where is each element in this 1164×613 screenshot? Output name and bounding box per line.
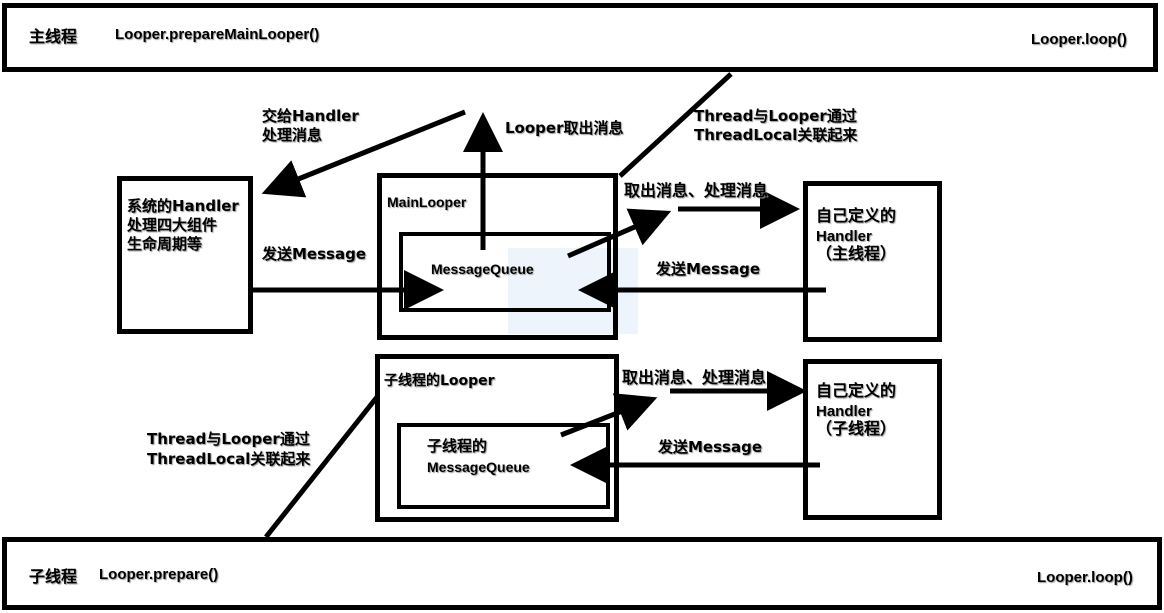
child-thread-looper-link-line: [264, 395, 379, 539]
child-message-queue-box: 子线程的 MessageQueue: [397, 423, 610, 509]
main-thread-loop: Looper.loop(): [1031, 31, 1127, 48]
custom-handler-child-box: 自己定义的 Handler （子线程）: [803, 359, 942, 520]
main-message-queue-label: MessageQueue: [431, 261, 534, 277]
custom-handler-main-line-1: 自己定义的: [816, 206, 897, 225]
main-thread-prepare: Looper.prepareMainLooper(): [115, 26, 320, 43]
child-thread-prepare: Looper.prepare(): [99, 566, 219, 583]
child-looper-title: 子线程的Looper: [384, 373, 495, 389]
child-message-queue-line-1: 子线程的: [427, 437, 488, 455]
system-handler-line-3: 生命周期等: [127, 235, 203, 253]
looper-take-label: Looper取出消息: [505, 119, 624, 137]
main-take-arrow-1: [567, 208, 672, 259]
system-handler-box: 系统的Handler 处理四大组件 生命周期等: [117, 176, 253, 334]
child-message-queue-line-2: MessageQueue: [427, 459, 530, 475]
child-take-arrow-1: [560, 393, 658, 438]
system-handler-line-2: 处理四大组件: [127, 216, 218, 234]
child-thread-bar: 子线程 Looper.prepare() Looper.loop(): [2, 537, 1162, 610]
main-link-label-2: ThreadLocal关联起来: [694, 126, 858, 144]
main-thread-looper-link-line: [618, 72, 733, 178]
main-thread-title: 主线程: [29, 27, 78, 46]
child-thread-loop: Looper.loop(): [1037, 569, 1133, 586]
main-take-process-label: 取出消息、处理消息: [624, 181, 769, 200]
main-thread-bar: 主线程 Looper.prepareMainLooper() Looper.lo…: [2, 3, 1158, 72]
custom-handler-child-line-2: Handler: [816, 403, 872, 420]
deliver-handler-label-2: 处理消息: [262, 126, 323, 144]
main-link-label-1: Thread与Looper通过: [694, 107, 857, 125]
child-custom-send-label: 发送Message: [658, 438, 762, 456]
custom-handler-main-line-2: Handler: [816, 228, 872, 245]
child-link-label-1: Thread与Looper通过: [147, 430, 310, 448]
deliver-handler-label-1: 交给Handler: [262, 107, 359, 125]
child-looper-box: 子线程的Looper 子线程的 MessageQueue: [375, 354, 619, 522]
child-thread-title: 子线程: [29, 567, 78, 586]
system-send-label: 发送Message: [262, 245, 366, 263]
main-looper-box: MainLooper MessageQueue: [377, 173, 618, 340]
system-handler-line-1: 系统的Handler: [127, 197, 239, 215]
custom-handler-main-line-3: （主线程）: [816, 244, 897, 263]
main-custom-send-label: 发送Message: [656, 260, 760, 278]
child-take-process-label: 取出消息、处理消息: [622, 368, 767, 387]
custom-handler-child-line-3: （子线程）: [816, 419, 897, 438]
custom-handler-main-box: 自己定义的 Handler （主线程）: [803, 181, 942, 342]
deliver-handler-arrow: [261, 109, 466, 198]
child-link-label-2: ThreadLocal关联起来: [147, 450, 311, 468]
custom-handler-child-line-1: 自己定义的: [816, 381, 897, 400]
main-looper-title: MainLooper: [387, 194, 467, 210]
